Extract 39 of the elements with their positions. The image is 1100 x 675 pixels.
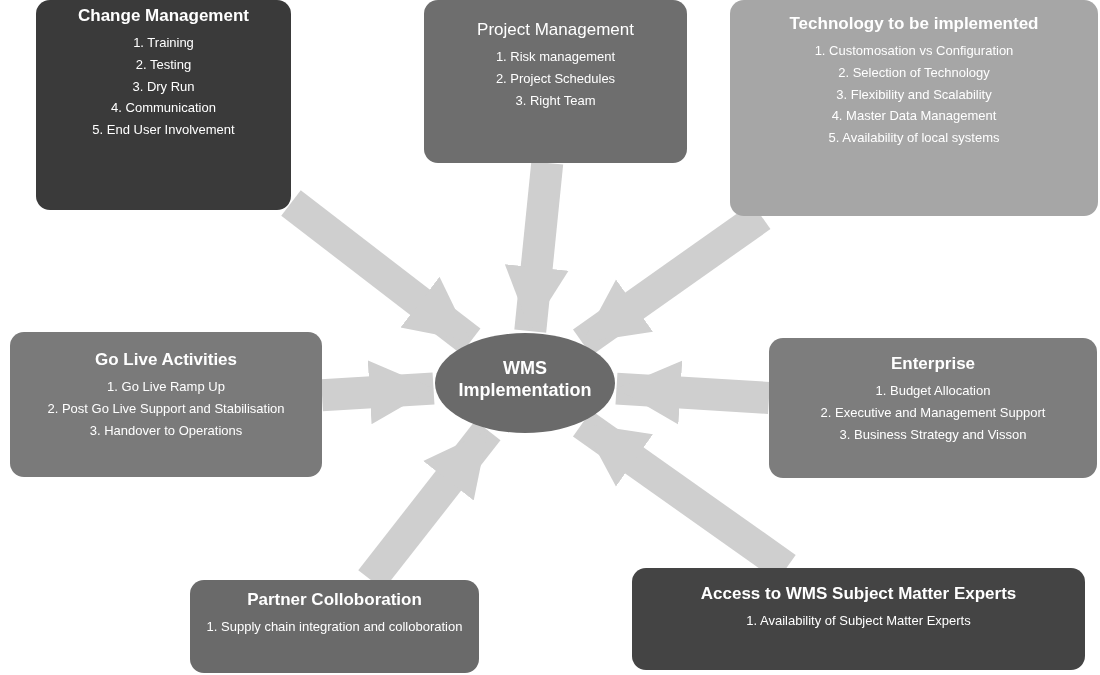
block-arrow <box>615 360 770 425</box>
list-item: 3. Dry Run <box>132 78 195 95</box>
rounded-box <box>190 580 479 673</box>
rounded-box <box>769 338 1097 478</box>
box-heading: Project Management <box>477 20 634 41</box>
list-item: 1. Training <box>133 35 194 51</box>
rounded-box <box>36 0 291 210</box>
list-item: 1. Availability of Subject Matter Experts <box>746 613 971 629</box>
rounded-box <box>10 332 322 477</box>
list-item: 1. Go Live Ramp Up <box>107 379 225 395</box>
list-item: 2. Testing <box>135 57 192 73</box>
box-heading: Technology to be implemented <box>789 14 1039 35</box>
list-item: 3. Flexibility and Scalability <box>836 86 992 103</box>
list-item: 3. Handover to Operations <box>89 422 243 439</box>
list-item: 3. Right Team <box>515 92 596 109</box>
node-title: WMS Implementation <box>457 358 593 402</box>
block-arrow <box>504 161 569 333</box>
list-item: 4. Master Data Management <box>831 108 997 124</box>
rounded-box <box>424 0 687 163</box>
box-heading: Change Management <box>78 6 249 27</box>
list-item: 5. End User Involvement <box>92 121 235 138</box>
list-item: 2. Selection of Technology <box>838 65 990 81</box>
list-item: 1. Supply chain integration and colloboration <box>206 619 463 635</box>
rounded-box <box>632 568 1085 670</box>
list-item: 2. Executive and Management Support <box>820 405 1046 421</box>
list-item: 1. Risk management <box>495 49 616 65</box>
list-item: 1. Budget Allocation <box>875 383 991 399</box>
rounded-box <box>730 0 1098 216</box>
list-item: 2. Project Schedules <box>495 71 616 87</box>
list-item: 4. Communication <box>111 100 216 116</box>
list-item: 1. Customosation vs Configuration <box>814 43 1014 59</box>
list-item: 3. Business Strategy and Visson <box>839 426 1027 443</box>
list-item: 5. Availability of local systems <box>828 129 1000 146</box>
box-heading: Enterprise <box>890 354 976 375</box>
list-item: 2. Post Go Live Support and Stabilisation <box>47 401 285 417</box>
box-heading: Partner Colloboration <box>247 590 422 611</box>
box-heading: Go Live Activities <box>95 350 237 371</box>
block-arrow <box>321 360 435 425</box>
box-heading: Access to WMS Subject Matter Experts <box>700 584 1017 605</box>
